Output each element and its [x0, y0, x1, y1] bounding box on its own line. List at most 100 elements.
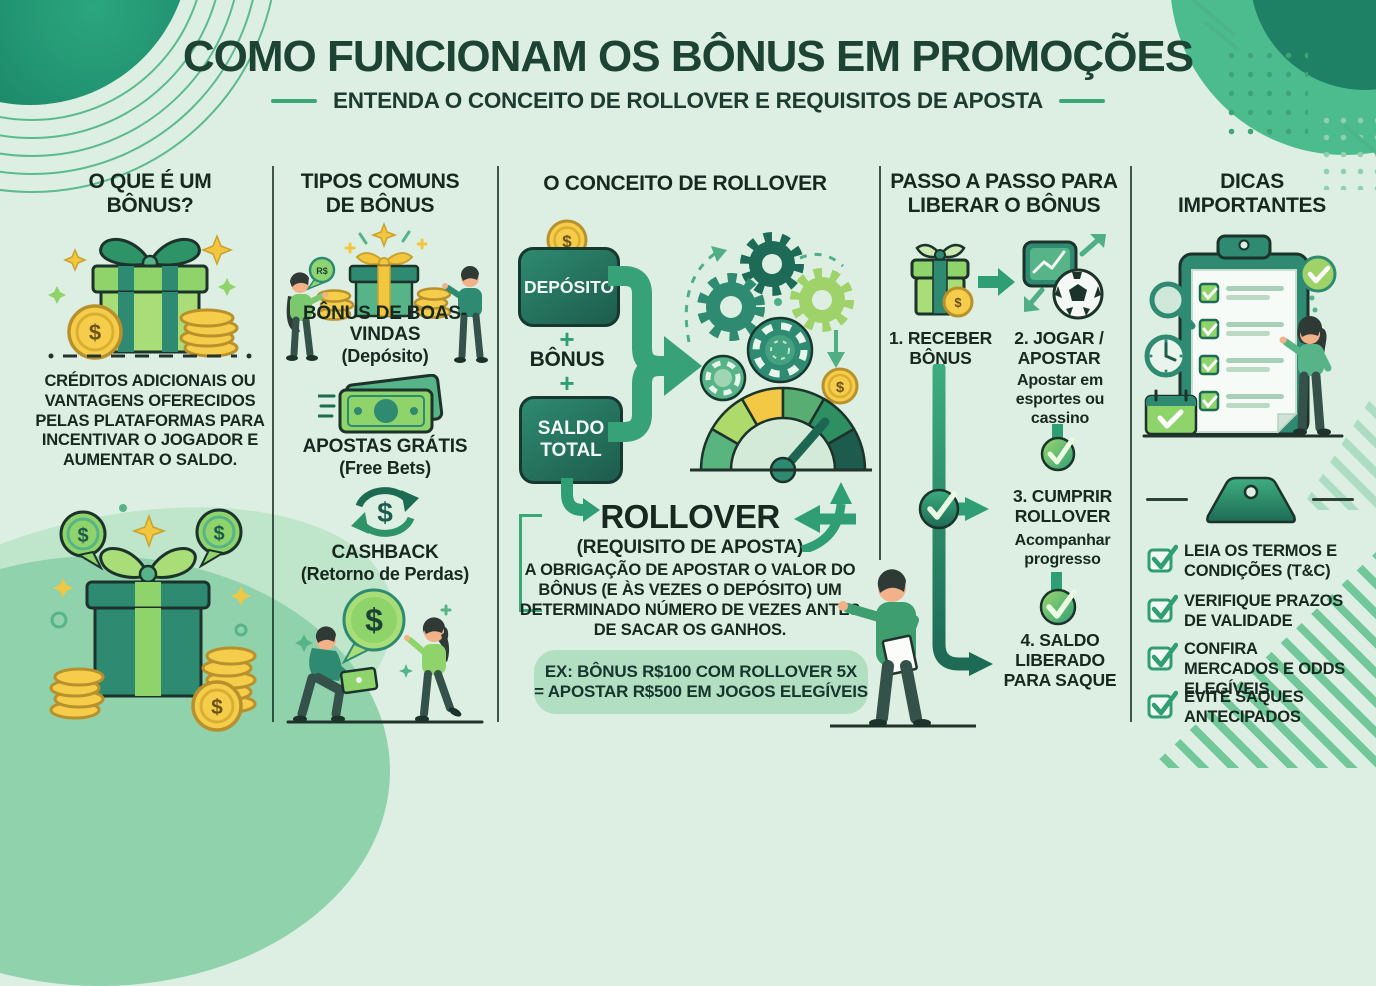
type-freebets-sublabel: (Free Bets) — [339, 458, 431, 478]
type-welcome-label: BÔNUS DE BOAS-VINDAS — [303, 303, 467, 345]
sparkle-icon — [231, 586, 251, 606]
person-figure — [1279, 316, 1332, 436]
gift-bubbles-illustration: $ $ $ — [49, 504, 257, 732]
tip-item: CONFIRA MERCADOS E ODDS ELEGÍVEIS — [1184, 640, 1346, 698]
dollar-sign: $ — [89, 320, 101, 345]
rollover-subheading: (REQUISITO DE APOSTA) — [576, 537, 804, 558]
deposit-box: DEPÓSITO — [518, 247, 620, 327]
page-subtitle-row: ENTENDA O CONCEITO DE ROLLOVER E REQUISI… — [0, 88, 1376, 114]
step-3-label: 3. CUMPRIR ROLLOVER — [1012, 486, 1113, 527]
arrow-right-icon — [978, 268, 1015, 296]
checkbox-icon — [1147, 594, 1178, 623]
merge-arrow — [608, 266, 702, 442]
rollover-machine-illustration: $ — [684, 232, 872, 484]
svg-text:$: $ — [77, 525, 88, 547]
soccer-ball-icon — [1052, 268, 1104, 320]
svg-text:$: $ — [562, 232, 572, 251]
clock-icon — [1144, 334, 1188, 378]
dashed-arc — [684, 250, 718, 343]
subtitle-dash-left — [270, 99, 317, 103]
cashback-icon: $ — [351, 487, 419, 537]
flow-arrow-to-rollover — [561, 478, 600, 522]
dollar-coin — [942, 286, 974, 318]
gear-icon — [790, 268, 854, 332]
circle-accent — [50, 611, 68, 629]
step-4-label: 4. SALDO LIBERADO PARA SAQUE — [1003, 630, 1117, 691]
check-bubble-icon — [1299, 255, 1337, 324]
tip-item: EVITE SAQUES ANTECIPADOS — [1184, 688, 1304, 726]
person-hair — [423, 618, 444, 634]
dashed-arc — [799, 252, 845, 268]
svg-text:$: $ — [377, 497, 393, 528]
coin-stack — [179, 308, 235, 328]
person-torso — [422, 644, 446, 675]
progress-gauge — [690, 386, 872, 484]
step-2-note: Apostar em esportes ou cassino — [1015, 372, 1105, 427]
cycle-arrows — [794, 482, 856, 552]
sparkle-icon — [399, 664, 413, 678]
clip-icon — [1206, 476, 1296, 524]
svg-text:$: $ — [213, 523, 224, 545]
check-circle-icon — [1039, 588, 1077, 626]
dot-accent — [774, 298, 782, 306]
tip-item: VERIFIQUE PRAZOS DE VALIDADE — [1184, 592, 1344, 630]
step-3-note: Acompanhar progresso — [1014, 532, 1111, 568]
gift-bow-knot — [138, 564, 158, 584]
rollover-definition: A OBRIGAÇÃO DE APOSTAR O VALOR DO BÔNUS … — [519, 561, 861, 640]
dot-accent — [119, 504, 127, 512]
gift-step-icon: $ — [910, 243, 974, 318]
poker-chip-icon — [699, 354, 747, 402]
clip-divider-line-left — [1146, 498, 1188, 501]
sparkle-icon — [218, 278, 236, 296]
column-title-tips: DICAS IMPORTANTES — [1178, 170, 1326, 217]
person-torso — [309, 648, 342, 681]
column-divider-2 — [497, 166, 499, 722]
person-torso — [458, 288, 482, 317]
page-subtitle: ENTENDA O CONCEITO DE ROLLOVER E REQUISI… — [332, 88, 1043, 113]
pointing-person-illustration — [830, 569, 976, 728]
sparkle-icon — [48, 286, 66, 304]
svg-text:$: $ — [836, 379, 845, 396]
person-hair — [877, 569, 906, 593]
column-title-types: TIPOS COMUNS DE BÔNUS — [300, 170, 460, 217]
coin-stack — [205, 646, 257, 666]
type-cashback-label: CASHBACK — [331, 542, 439, 563]
checkbox-icon — [1147, 690, 1178, 719]
column-divider-4 — [1130, 166, 1132, 722]
welcome-bonus-illustration: R$ — [286, 221, 488, 363]
rollover-example-box: EX: BÔNUS R$100 COM ROLLOVER 5X = APOSTA… — [534, 650, 868, 714]
calendar-icon — [1144, 389, 1198, 436]
dot-grid — [1222, 46, 1308, 142]
dollar-coin: $ — [821, 367, 859, 405]
svg-text:$: $ — [954, 295, 962, 310]
type-freebets-label: APOSTAS GRÁTIS — [302, 436, 468, 457]
what-is-description: CRÉDITOS ADICIONAIS OU VANTAGENS OFERECI… — [35, 372, 265, 470]
svg-text:$: $ — [365, 602, 383, 638]
star-icon — [131, 513, 167, 549]
step-2-label: 2. JOGAR / APOSTAR — [1014, 328, 1104, 369]
person-torso — [290, 294, 312, 321]
star-icon — [200, 233, 234, 267]
tip-item: LEIA OS TERMOS E CONDIÇÕES (T&C) — [1184, 542, 1337, 580]
checkbox-icon — [1147, 544, 1178, 573]
clip-divider-line-right — [1312, 498, 1354, 501]
person-hair — [460, 265, 479, 281]
connector-stub — [1051, 572, 1062, 590]
bubble-text: R$ — [316, 266, 328, 276]
svg-text:$: $ — [211, 696, 223, 719]
type-welcome-sublabel: (Depósito) — [341, 346, 429, 366]
steps-flow-line — [918, 364, 993, 676]
column-title-steps: PASSO A PASSO PARA LIBERAR O BÔNUS — [890, 170, 1118, 217]
rollover-heading: ROLLOVER — [600, 498, 780, 535]
gift-bow — [147, 547, 197, 579]
coin-stack — [416, 287, 452, 301]
gift-bow — [99, 547, 149, 579]
step-1-label: 1. RECEBER BÔNUS — [888, 328, 993, 369]
magnifier-icon — [1149, 281, 1196, 330]
column-divider-1 — [272, 166, 274, 722]
person-hair — [315, 626, 336, 643]
definition-bracket — [519, 514, 542, 612]
poker-chip-icon — [746, 316, 814, 384]
coin-stack — [53, 667, 105, 687]
example-line-2: = APOSTAR R$500 EM JOGOS ELEGÍVEIS — [534, 682, 868, 701]
